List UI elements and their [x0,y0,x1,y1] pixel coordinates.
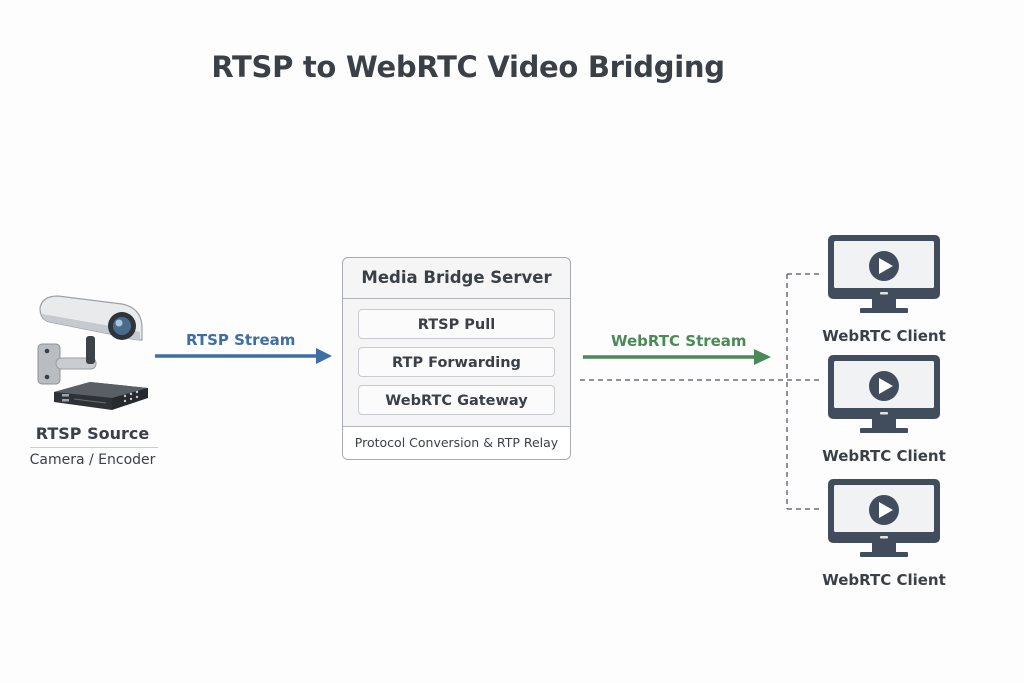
client-label: WebRTC Client [822,327,946,345]
webrtc-stream-label: WebRTC Stream [611,332,747,350]
monitor-play-icon [828,235,940,313]
server-footer: Protocol Conversion & RTP Relay [343,426,570,459]
client-label: WebRTC Client [822,447,946,465]
fanout-lines [580,273,822,510]
monitor-play-icon [828,479,940,557]
rtsp-stream-label: RTSP Stream [186,331,296,349]
module-rtsp-pull: RTSP Pull [358,309,555,339]
media-bridge-server: Media Bridge Server RTSP Pull RTP Forwar… [342,257,571,460]
module-webrtc-gateway: WebRTC Gateway [358,385,555,415]
module-rtp-forwarding: RTP Forwarding [358,347,555,377]
webrtc-arrowhead [754,349,771,365]
source-sublabel: Camera / Encoder [29,452,156,468]
server-title: Media Bridge Server [343,258,570,299]
webrtc-client-2: WebRTC Client [814,355,954,465]
webrtc-client-3: WebRTC Client [814,479,954,589]
webrtc-client-1: WebRTC Client [814,235,954,345]
source-divider [30,447,158,448]
diagram-title: RTSP to WebRTC Video Bridging [211,50,725,84]
client-label: WebRTC Client [822,571,946,589]
cctv-camera-with-encoder-icon [37,295,148,410]
monitor-play-icon [828,355,940,433]
rtsp-arrowhead [316,348,332,364]
source-label: RTSP Source [35,424,150,443]
